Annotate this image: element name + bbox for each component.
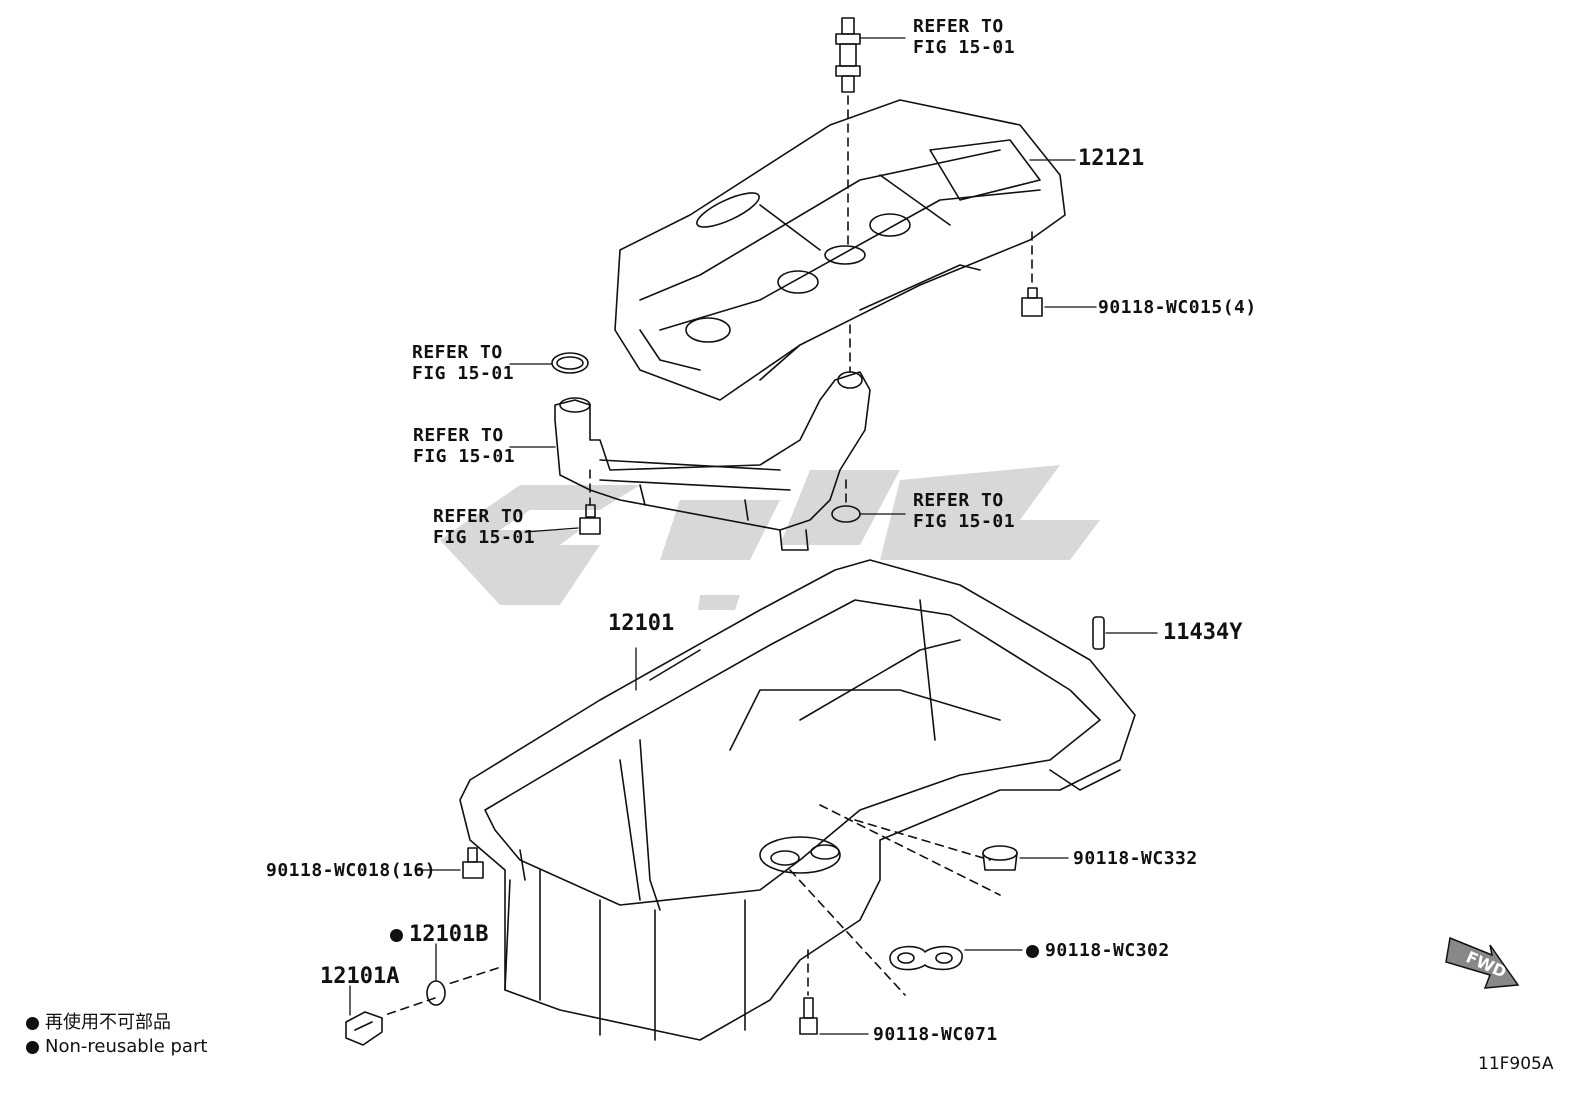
legend-en-text: Non-reusable part [45, 1036, 208, 1057]
assembly-lines [384, 804, 1001, 1016]
seal-ring [889, 945, 963, 971]
o-ring [551, 352, 589, 374]
callout-stud-bolt-ref[interactable]: REFER TO FIG 15-01 [913, 16, 1016, 58]
callout-dowel-pin[interactable]: 11434Y [1163, 620, 1243, 645]
non-reusable-dot-icon [26, 1016, 39, 1030]
callout-lower-bolt[interactable]: 90118-WC071 [873, 1024, 998, 1045]
baffle-plate [614, 99, 1066, 401]
baffle-bolt [1021, 231, 1043, 317]
callout-plug-gasket[interactable]: 12101B [390, 922, 489, 947]
callout-o-ring-ref[interactable]: REFER TO FIG 15-01 [412, 342, 515, 384]
stud-bolt-top [835, 17, 861, 251]
watermark-logo [440, 465, 1100, 610]
figure-id: 11F905A [1478, 1054, 1554, 1074]
dowel-pin [1092, 616, 1105, 650]
strainer-bolt [579, 469, 601, 535]
callout-oil-pan[interactable]: 12101 [608, 611, 675, 636]
plug-cap [982, 845, 1018, 871]
non-reusable-dot-icon [1026, 944, 1039, 958]
callout-strainer-bolt-ref[interactable]: REFER TO FIG 15-01 [433, 506, 536, 548]
callout-drain-plug[interactable]: 12101A [320, 964, 400, 989]
pan-bolt [462, 847, 484, 879]
oil-pan [459, 559, 1136, 1041]
drain-plug [345, 1011, 383, 1046]
oil-strainer [554, 324, 871, 551]
plug-gasket [426, 980, 446, 1006]
non-reusable-dot-icon [26, 1040, 39, 1054]
fwd-arrow-icon: FWD [1445, 936, 1520, 989]
callout-baffle-plate[interactable]: 12121 [1078, 146, 1145, 171]
callout-gasket-ref[interactable]: REFER TO FIG 15-01 [913, 490, 1016, 532]
non-reusable-dot-icon [390, 928, 403, 942]
legend-jp: 再使用不可部品 [26, 1008, 171, 1034]
callout-seal-ring[interactable]: 90118-WC302 [1026, 940, 1170, 961]
seal-ring-number: 90118-WC302 [1045, 940, 1170, 961]
plug-gasket-number: 12101B [409, 922, 489, 947]
callout-plug-cap[interactable]: 90118-WC332 [1073, 848, 1198, 869]
lower-bolt [799, 997, 818, 1035]
legend-jp-text: 再使用不可部品 [45, 1012, 171, 1033]
leader-lines [349, 37, 1158, 1035]
legend-en: Non-reusable part [26, 1036, 207, 1057]
callout-pan-bolt[interactable]: 90118-WC018(16) [266, 860, 437, 881]
callout-strainer-ref[interactable]: REFER TO FIG 15-01 [413, 425, 516, 467]
callout-baffle-bolt[interactable]: 90118-WC015(4) [1098, 297, 1257, 318]
